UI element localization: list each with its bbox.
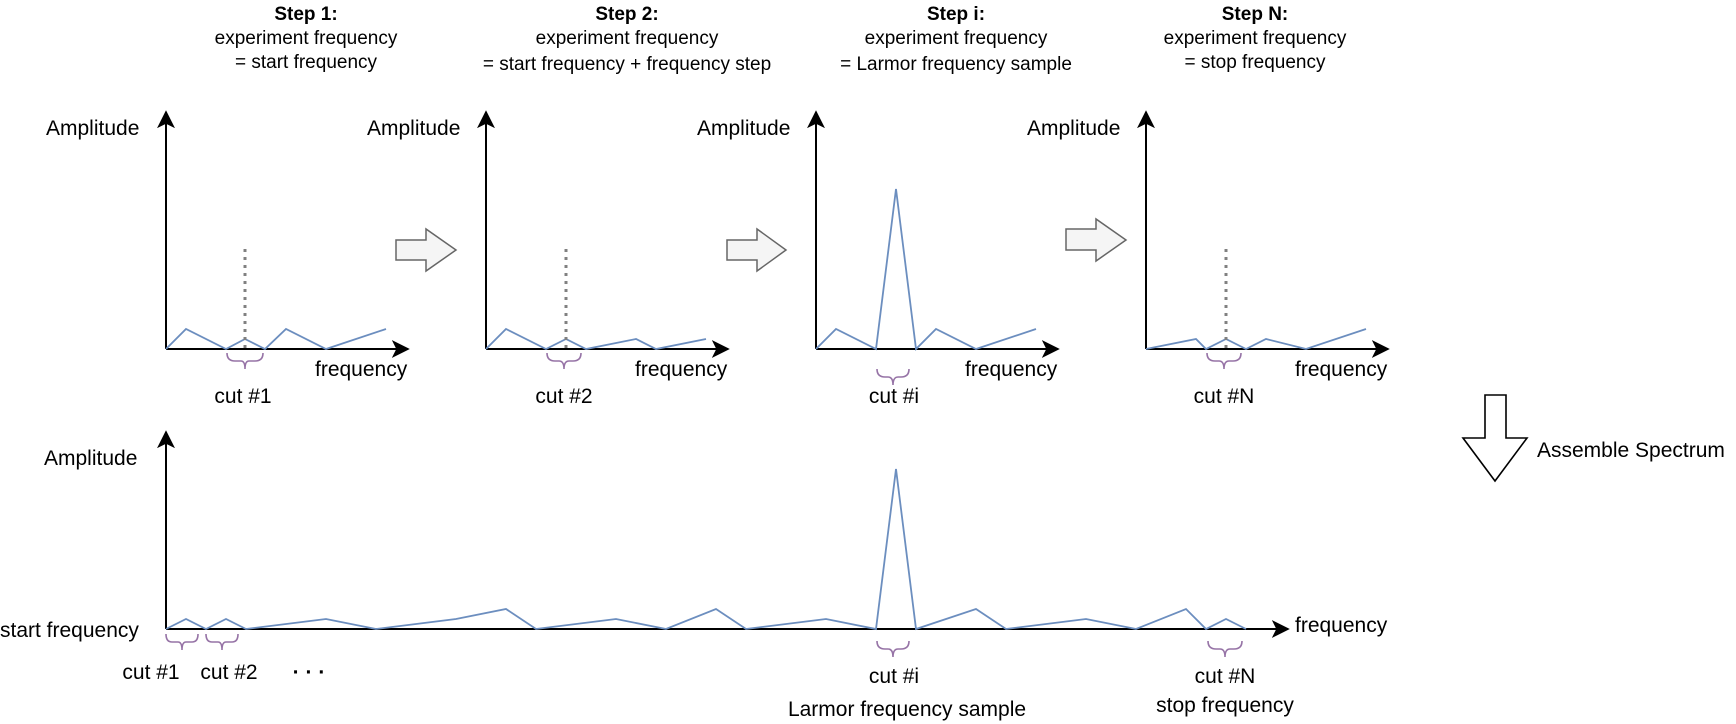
step-2-amplitude-label: Amplitude	[367, 117, 460, 140]
step-2-description-line-1: experiment frequency	[536, 28, 719, 49]
spectrum-signal-trace	[165, 468, 1247, 631]
step-i-frequency-label: frequency	[965, 358, 1058, 381]
spectrum-ellipsis: · · ·	[293, 661, 326, 684]
step-n-panel: Step N: experiment frequency = stop freq…	[1027, 4, 1390, 408]
step-1-panel: Step 1: experiment frequency = start fre…	[46, 4, 410, 408]
step-n-signal-trace	[1145, 328, 1367, 351]
spectrum-cut-n-label: cut #N	[1195, 665, 1256, 688]
step-i-description-line-1: experiment frequency	[865, 28, 1048, 49]
step-i-cut-brace	[876, 368, 910, 386]
step-2-title: Step 2:	[595, 4, 658, 25]
step-1-cut-label: cut #1	[214, 385, 271, 408]
spectrum-amplitude-label: Amplitude	[44, 447, 137, 470]
step-i-cut-label: cut #i	[869, 385, 919, 408]
step-n-cut-brace	[1206, 352, 1242, 370]
step-1-cut-brace	[226, 352, 264, 370]
spectrum-cut-n-brace	[1207, 640, 1243, 658]
spectrum-start-frequency-label: start frequency	[0, 619, 139, 642]
assemble-spectrum-arrow	[1461, 394, 1529, 483]
step-2-description-line-2: = start frequency + frequency step	[483, 54, 771, 75]
next-step-arrow-2	[726, 227, 788, 273]
step-1-title: Step 1:	[274, 4, 337, 25]
step-n-cut-label: cut #N	[1194, 385, 1255, 408]
step-n-description-line-2: = stop frequency	[1184, 52, 1326, 73]
step-1-signal-trace	[165, 327, 387, 351]
step-i-description-line-2: = Larmor frequency sample	[840, 54, 1072, 75]
assemble-spectrum-label: Assemble Spectrum	[1537, 439, 1725, 462]
step-2-cut-brace	[546, 352, 582, 370]
step-2-panel: Step 2: experiment frequency = start fre…	[367, 4, 771, 408]
step-2-signal-trace	[485, 327, 707, 351]
step-n-amplitude-label: Amplitude	[1027, 117, 1120, 140]
step-i-title: Step i:	[927, 4, 985, 25]
step-1-description-line-1: experiment frequency	[215, 28, 398, 49]
spectrum-cut-i-brace	[876, 640, 910, 658]
spectrum-frequency-label: frequency	[1295, 614, 1388, 637]
step-1-description-line-2: = start frequency	[235, 52, 378, 73]
step-2-frequency-label: frequency	[635, 358, 728, 381]
step-i-signal-trace	[815, 188, 1037, 351]
spectrum-cut-2-label: cut #2	[200, 661, 257, 684]
step-2-cut-label: cut #2	[535, 385, 592, 408]
next-step-arrow-1	[395, 227, 458, 273]
step-i-amplitude-label: Amplitude	[697, 117, 790, 140]
spectrum-cut-2-brace	[205, 633, 239, 651]
next-step-arrow-3	[1065, 217, 1128, 263]
step-n-description-line-1: experiment frequency	[1164, 28, 1347, 49]
spectrum-stop-frequency-label: stop frequency	[1156, 694, 1294, 717]
assembled-spectrum-panel: Amplitude frequency start frequency cut …	[0, 430, 1388, 721]
step-n-frequency-label: frequency	[1295, 358, 1388, 381]
spectrum-cut-i-label: cut #i	[869, 665, 919, 688]
spectrum-larmor-frequency-sample-label: Larmor frequency sample	[788, 698, 1026, 721]
step-1-amplitude-label: Amplitude	[46, 117, 139, 140]
step-1-frequency-label: frequency	[315, 358, 408, 381]
spectrum-cut-1-label: cut #1	[122, 661, 179, 684]
step-i-panel: Step i: experiment frequency = Larmor fr…	[697, 4, 1072, 408]
step-n-title: Step N:	[1222, 4, 1289, 25]
spectrum-cut-1-brace	[165, 633, 199, 651]
